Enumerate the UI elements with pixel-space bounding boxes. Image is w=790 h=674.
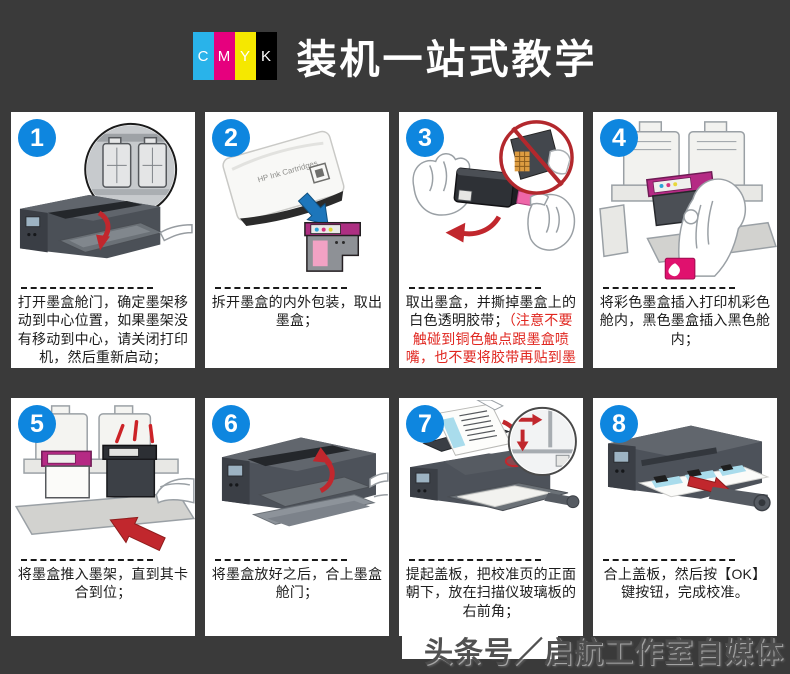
dashed-separator <box>603 559 735 561</box>
page-title: 装机一站式教学 <box>296 38 598 82</box>
printer <box>19 195 164 259</box>
red-arrow <box>319 459 335 494</box>
steps-grid: 1 <box>0 112 790 636</box>
red-arrow <box>109 516 166 552</box>
panel-bottom-artifact <box>402 629 558 659</box>
logo-square-black: K <box>255 32 277 80</box>
step-panel-2: 2 HP Ink Cartridges 拆开墨 <box>205 112 389 368</box>
corner-detail-circle <box>507 406 577 477</box>
logo-square-cyan: C <box>192 32 214 80</box>
step-number-badge: 5 <box>18 405 56 443</box>
click-marks <box>115 419 155 444</box>
step-text: 拆开墨盒的内外包装，取出墨盒； <box>211 294 383 329</box>
output-tray <box>708 486 771 512</box>
black-cartridge <box>453 167 522 208</box>
hand <box>369 472 389 498</box>
step-2-illustration: HP Ink Cartridges <box>222 130 361 272</box>
ink-cartridge <box>304 221 361 272</box>
watermark: 头条号／启航工作室自媒体 <box>423 637 784 669</box>
no-touch-circle <box>499 120 574 195</box>
red-arrow-head <box>445 222 466 243</box>
dashed-separator <box>215 287 347 289</box>
red-arrow-head <box>312 447 333 464</box>
step-text: 将墨盒推入墨架，直到其卡合到位； <box>17 566 189 601</box>
step-number-badge: 3 <box>406 119 444 157</box>
step-number-badge: 1 <box>18 119 56 157</box>
color-label-icon <box>664 257 696 280</box>
dashed-separator <box>409 287 541 289</box>
step-number-badge: 8 <box>600 405 638 443</box>
step-panel-8: 8 <box>593 398 777 636</box>
step-4-illustration <box>599 121 777 280</box>
step-panel-6: 6 将墨盒放好之后，合上墨盒舱门； <box>205 398 389 636</box>
step-text: 打开墨盒舱门，确定墨架移动到中心位置，如果墨架没有移动到中心，请关闭打印机，然后… <box>17 294 189 366</box>
dashed-separator <box>409 559 541 561</box>
red-arrow <box>458 215 502 237</box>
black-cartridge <box>102 444 158 498</box>
step-number-badge: 7 <box>406 405 444 443</box>
logo-square-magenta: M <box>213 32 235 80</box>
step-text: 提起盖板，把校准页的正面朝下，放在扫描仪玻璃板的右前角； <box>405 566 577 619</box>
dashed-separator <box>603 287 735 289</box>
tricolor-cartridge <box>41 450 92 499</box>
dashed-separator <box>21 287 153 289</box>
step-number-badge: 4 <box>600 119 638 157</box>
header: C M Y K 装机一站式教学 <box>0 0 790 112</box>
hand <box>159 223 193 242</box>
warning-text: （注意不要触碰到铜色触点跟墨盒喷嘴，也不要将胶带再贴到墨盒上） <box>405 312 577 368</box>
step-1-illustration <box>19 122 193 259</box>
hand <box>678 178 747 277</box>
step-panel-4: 4 <box>593 112 777 368</box>
step-6-illustration <box>221 437 389 527</box>
step-8-illustration <box>607 425 771 512</box>
step-text: 合上盖板，然后按【OK】键按钮，完成校准。 <box>603 566 767 601</box>
step-7-illustration <box>410 400 580 512</box>
hand <box>476 400 504 411</box>
step-5-illustration <box>14 405 195 552</box>
calibration-page <box>434 403 512 456</box>
printer <box>221 437 376 527</box>
cartridge-package: HP Ink Cartridges <box>222 130 345 226</box>
step-text: 将墨盒放好之后，合上墨盒舱门； <box>211 566 383 601</box>
step-3-illustration <box>412 120 576 251</box>
step-panel-1: 1 <box>11 112 195 368</box>
step-number-badge: 2 <box>212 119 250 157</box>
step-panel-5: 5 <box>11 398 195 636</box>
cmyk-logo: C M Y K <box>192 32 277 80</box>
dashed-separator <box>21 559 153 561</box>
step-panel-7: 7 <box>399 398 583 636</box>
step-text: 取出墨盒，并撕掉墨盒上的白色透明胶带；（注意不要触碰到铜色触点跟墨盒喷嘴，也不要… <box>399 291 583 368</box>
dashed-separator <box>215 559 347 561</box>
logo-square-yellow: Y <box>234 32 256 80</box>
hand <box>155 477 195 504</box>
red-arrow-head <box>96 234 110 251</box>
step-panel-3: 3 <box>399 112 583 368</box>
magnifier-detail <box>67 122 178 241</box>
right-hand <box>527 193 576 251</box>
step-text: 将彩色墨盒插入打印机彩色舱内，黑色墨盒插入黑色舱内； <box>599 294 771 347</box>
step-number-badge: 6 <box>212 405 250 443</box>
